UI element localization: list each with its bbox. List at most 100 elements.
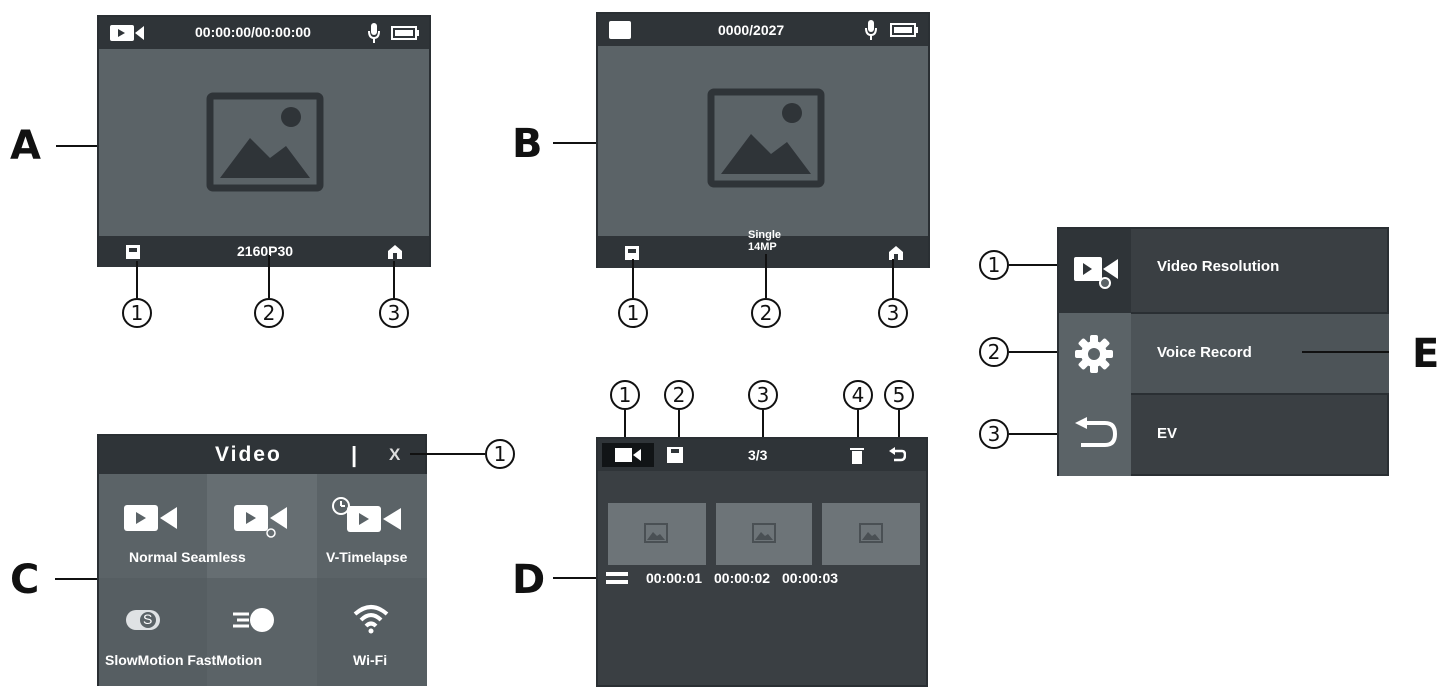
panel-a-resolution: 2160P30: [237, 243, 294, 259]
panel-e-callout-3: 3: [979, 419, 1009, 449]
microphone-icon: [368, 23, 380, 43]
panel-a-callout-3: 3: [379, 298, 409, 328]
v-timelapse-label: V-Timelapse: [326, 549, 408, 565]
slowmotion-fastmotion-label: SlowMotion FastMotion: [105, 652, 263, 668]
normal-seamless-label: Normal Seamless: [129, 549, 246, 565]
panel-d-callout-line-4: [857, 410, 859, 446]
panel-e-callout-line-2: [1009, 351, 1069, 353]
panel-e-callout-line-1: [1009, 264, 1069, 266]
close-icon[interactable]: X: [389, 445, 401, 464]
thumbnail-1[interactable]: [608, 503, 706, 565]
battery-icon: [391, 26, 419, 40]
panel-e-callout-2: 2: [979, 337, 1009, 367]
panel-d-letter: D: [512, 557, 546, 603]
panel-c-separator: |: [351, 442, 358, 467]
panel-b-callout-line-2: [765, 254, 767, 298]
panel-c-title-bar: Video | X: [99, 436, 425, 474]
panel-a-timecode: 00:00:00/00:00:00: [195, 24, 311, 40]
panel-d-callout-line-2: [678, 410, 680, 446]
panel-a-callout-line-2: [268, 255, 270, 298]
back-icon[interactable]: [888, 446, 906, 464]
video-camera-icon: [124, 505, 177, 531]
menu-row-divider: [1131, 393, 1389, 395]
gear-icon: [1075, 335, 1113, 373]
list-icon: [606, 572, 628, 584]
panel-b-letter: B: [512, 121, 543, 167]
panel-a-callout-2: 2: [254, 298, 284, 328]
panel-d-callout-4: 4: [843, 380, 873, 410]
panel-a-top-bar: 00:00:00/00:00:00: [99, 17, 429, 49]
panel-d-callout-2: 2: [664, 380, 694, 410]
menu-label-ev: EV: [1157, 425, 1178, 442]
menu-label-video-resolution: Video Resolution: [1157, 258, 1280, 275]
panel-c-callout-1: 1: [485, 439, 515, 469]
microphone-icon: [865, 20, 877, 40]
panel-c-callout-line-1: [410, 453, 485, 455]
timelapse-camera-icon: [332, 497, 401, 532]
panel-b-mode-line-2: 14MP: [748, 241, 777, 253]
fastmotion-icon: [233, 608, 274, 632]
panel-d-callout-5: 5: [884, 380, 914, 410]
thumbnail-image-icon: [859, 523, 883, 543]
panel-a-letter: A: [10, 123, 41, 169]
panel-a-callout-line-1: [136, 261, 138, 298]
panel-d-callout-line-1: [624, 410, 626, 446]
menu-label-voice-record: Voice Record: [1157, 344, 1252, 361]
panel-b-leader-line: [553, 142, 629, 144]
duration-2: 00:00:02: [714, 570, 771, 586]
panel-a-callout-line-3: [393, 261, 395, 298]
menu-row-voice-record[interactable]: [1131, 313, 1389, 393]
thumbnail-3[interactable]: [822, 503, 920, 565]
duration-1: 00:00:01: [646, 570, 703, 586]
panel-a-screen: 00:00:00/00:00:00 2160P30: [97, 15, 431, 267]
delete-icon[interactable]: [850, 446, 864, 464]
thumbnail-image-icon: [752, 523, 776, 543]
panel-b-callout-1: 1: [618, 298, 648, 328]
panel-a-leader-line: [56, 145, 132, 147]
wifi-icon: [353, 605, 389, 634]
thumbnail-image-icon: [644, 523, 668, 543]
panel-d-counter: 3/3: [748, 447, 768, 463]
image-placeholder-icon: [707, 88, 825, 188]
photo-mode-icon: [609, 21, 631, 39]
panel-d-screen: 3/3 00:00:01 00:00:02 00:00:03: [596, 437, 928, 687]
settings-icon: [388, 245, 402, 259]
wifi-label: Wi-Fi: [353, 652, 388, 668]
thumbnail-2[interactable]: [716, 503, 812, 565]
panel-d-leader-line: [553, 577, 603, 579]
panel-d-callout-line-3: [762, 410, 764, 446]
video-camera-icon: [110, 25, 144, 41]
panel-c-title: Video: [215, 443, 282, 466]
tile-slowmotion[interactable]: [99, 578, 207, 686]
panel-b-top-bar: 0000/2027: [598, 14, 928, 46]
panel-d-callout-1: 1: [610, 380, 640, 410]
panel-c-screen: Video | X Normal Seamless V-Timelapse S: [97, 434, 427, 686]
settings-icon: [889, 246, 903, 260]
panel-b-callout-line-1: [632, 259, 634, 298]
mode-icon: [625, 246, 639, 260]
video-camera-icon: [615, 448, 641, 462]
panel-d-callout-3: 3: [748, 380, 778, 410]
video-settings-icon: [1074, 257, 1118, 289]
panel-e-callout-line-3: [1009, 433, 1069, 435]
panel-b-counter: 0000/2027: [718, 22, 785, 38]
menu-row-divider: [1131, 312, 1389, 314]
panel-b-screen: 0000/2027 Single 14MP: [596, 12, 930, 268]
photo-tab-icon[interactable]: [666, 446, 684, 464]
slowmotion-badge: S: [143, 611, 153, 627]
panel-e-leader-line: [1302, 351, 1389, 353]
panel-e-letter: E: [1412, 331, 1440, 377]
image-placeholder-icon: [206, 92, 324, 192]
battery-icon: [890, 23, 918, 37]
panel-b-callout-line-3: [892, 259, 894, 298]
slowmotion-icon: [126, 610, 160, 630]
panel-a-callout-1: 1: [122, 298, 152, 328]
panel-b-bottom-bar: Single 14MP: [598, 229, 928, 268]
panel-c-leader-line: [55, 578, 131, 580]
panel-a-bottom-bar: 2160P30: [99, 236, 429, 267]
panel-d-callout-line-5: [898, 410, 900, 446]
mode-icon: [126, 245, 140, 259]
panel-b-mode-line-1: Single: [748, 229, 782, 241]
panel-d-top-bar: 3/3: [598, 439, 926, 471]
back-icon: [1075, 417, 1117, 447]
